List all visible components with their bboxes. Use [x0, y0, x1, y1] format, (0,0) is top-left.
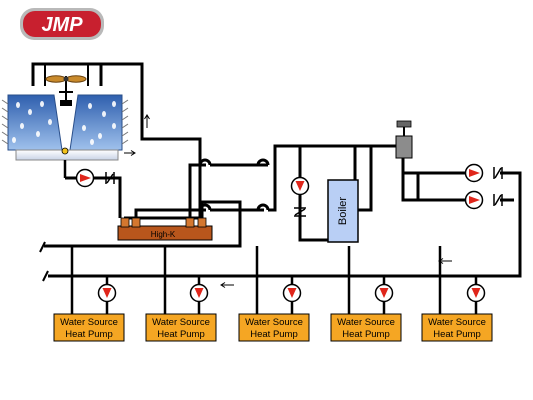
heat-pump-label: Water Source [428, 317, 486, 328]
cooling-tower [1, 62, 136, 178]
heat-pump-branches [70, 246, 478, 314]
heat-pump-label: Water Source [245, 317, 303, 328]
heat-pump-label: Heat Pump [157, 329, 205, 340]
heat-pump-unit-5: Water Source Heat Pump [421, 313, 493, 342]
flow-arrow-icon [220, 282, 234, 288]
pump-icon [97, 283, 117, 303]
heat-pump-label: Water Source [337, 317, 395, 328]
heat-pump-label: Heat Pump [65, 329, 113, 340]
boiler-label: Boiler [337, 197, 349, 225]
pump-icon [189, 283, 209, 303]
water-drop-icon [12, 101, 116, 145]
logo-badge [23, 11, 101, 37]
heat-pump-label: Heat Pump [250, 329, 298, 340]
heat-pump-unit-1: Water Source Heat Pump [53, 313, 125, 342]
pump-icon [464, 190, 484, 210]
boiler: Boiler [327, 179, 359, 243]
heat-pump-label: Water Source [152, 317, 210, 328]
expansion-tank-icon [395, 120, 413, 159]
exchanger-label: High-K [151, 230, 176, 239]
heat-pump-unit-2: Water Source Heat Pump [145, 313, 217, 342]
heat-pump-label: Heat Pump [433, 329, 481, 340]
flow-arrow-icon [144, 114, 150, 128]
pump-icon [466, 283, 486, 303]
fan-icon [45, 75, 87, 106]
heat-pump-label: Water Source [60, 317, 118, 328]
logo-text: JMP [41, 14, 83, 36]
heat-pump-label: Heat Pump [342, 329, 390, 340]
pump-icon [290, 176, 310, 196]
heat-exchanger: High-K [117, 217, 213, 241]
condenser-pump [75, 168, 95, 188]
pump-icon [374, 283, 394, 303]
pump-icon [464, 163, 484, 183]
heat-pump-unit-4: Water Source Heat Pump [330, 313, 402, 342]
jmp-logo: JMP [20, 8, 104, 40]
pump-icon [75, 168, 95, 188]
check-valve-icon [493, 167, 503, 206]
pump-icon [282, 283, 302, 303]
loop-piping [44, 144, 522, 278]
check-valve-icon [105, 172, 115, 184]
heat-pump-unit-3: Water Source Heat Pump [238, 313, 310, 342]
check-valve-icon [294, 207, 306, 217]
